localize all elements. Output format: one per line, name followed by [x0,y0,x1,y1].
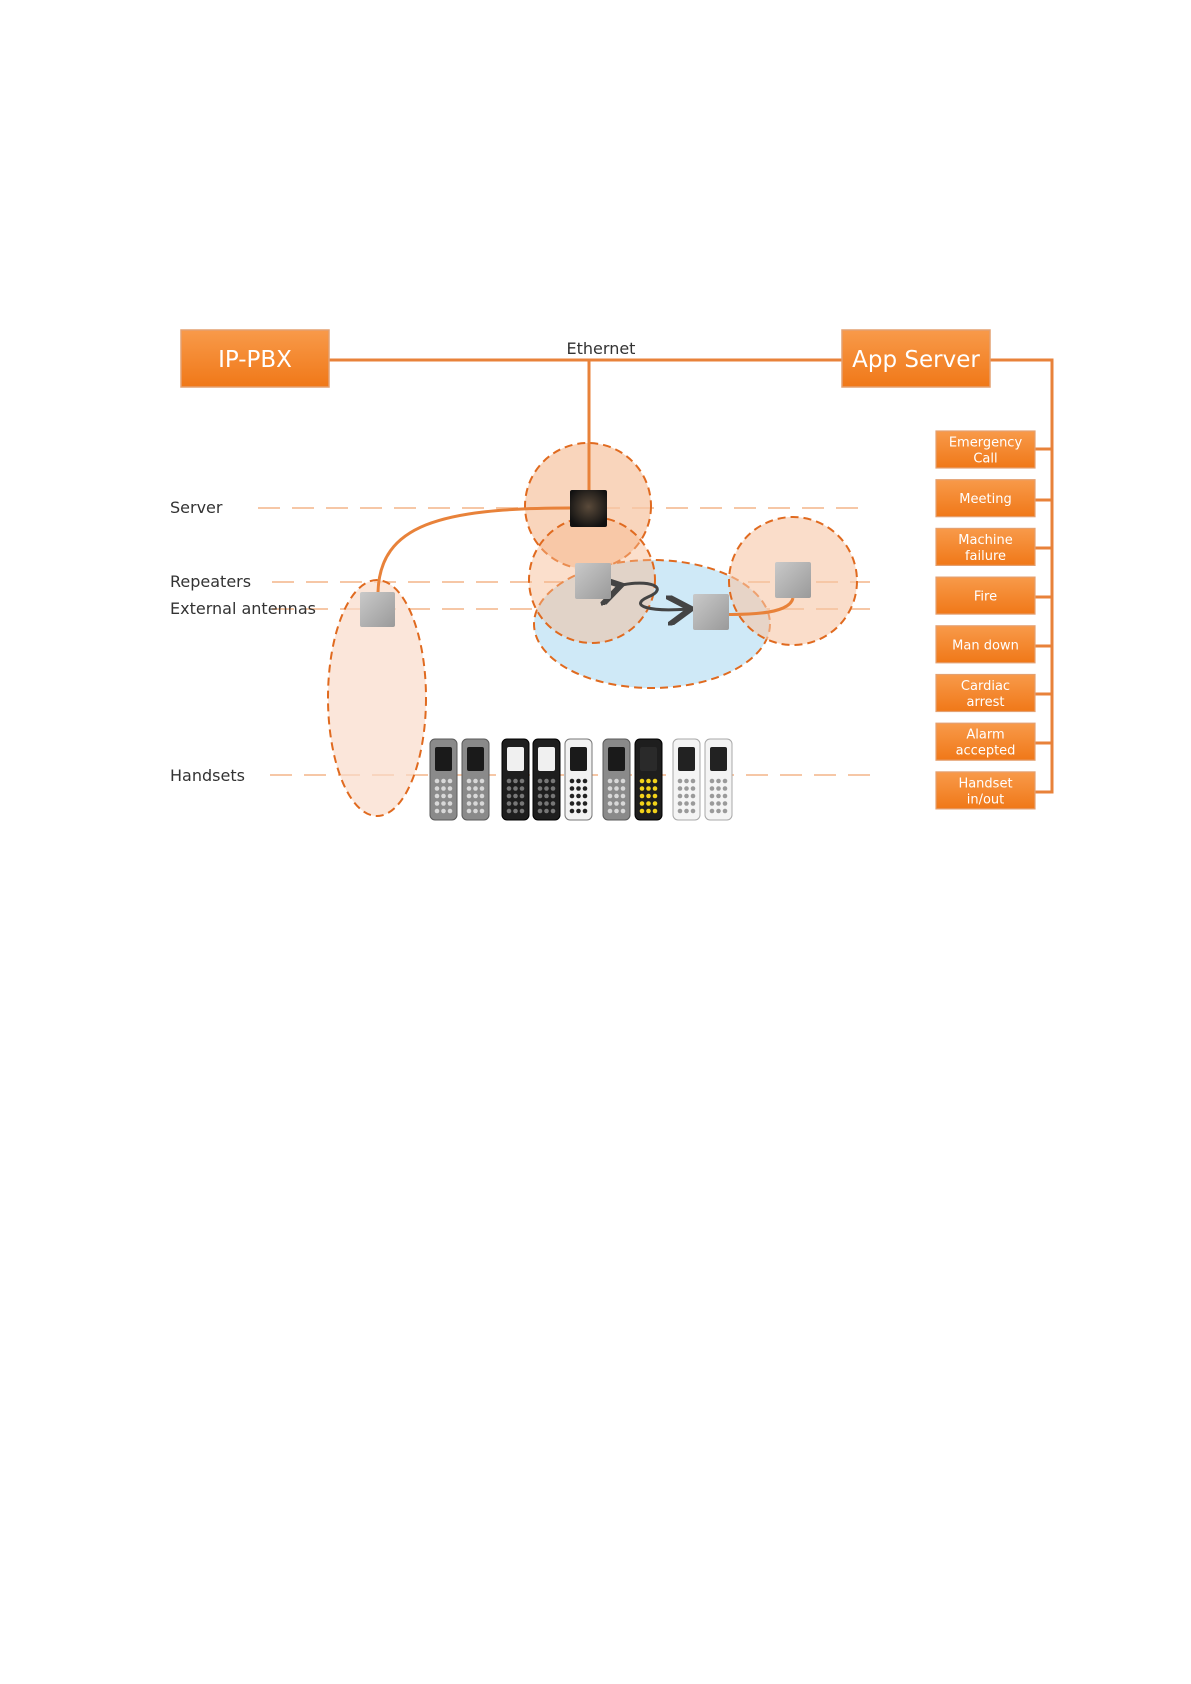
alarm-label: failure [965,549,1006,564]
ip-pbx-label: IP-PBX [218,347,292,373]
alarm-label: Man down [952,638,1019,653]
handset-icon [635,739,662,820]
app-server-box: App Server [842,330,990,387]
ip-pbx-box: IP-PBX [181,330,329,387]
external-antenna-icon [360,592,395,627]
handset-icon [502,739,529,820]
handset-icon [705,739,732,820]
alarm-box: Meeting [936,480,1035,517]
alarm-label: in/out [967,792,1005,807]
handset-icon [565,739,592,820]
alarm-label: Fire [974,590,997,605]
alarm-types: EmergencyCallMeetingMachinefailureFireMa… [936,431,1035,809]
alarm-label: accepted [956,744,1016,759]
alarm-box: Man down [936,626,1035,663]
layer-label-handsets: Handsets [170,766,245,785]
handset-icon [430,739,457,820]
alarm-label: Cardiac [961,679,1010,694]
alarm-label: Alarm [966,728,1004,743]
alarm-label: Handset [958,776,1012,791]
server-device-icon [570,490,607,527]
alarm-label: Machine [958,533,1012,548]
alarm-label: Call [973,452,997,467]
layer-label-server: Server [170,498,223,517]
repeater-icon [575,563,611,599]
alarm-box: Fire [936,577,1035,614]
handset-icon [603,739,630,820]
layer-label-external-antennas: External antennas [170,599,316,618]
repeater-icon [775,562,811,598]
alarm-label: Emergency [949,436,1023,451]
handsets-row [430,739,732,820]
app-server-label: App Server [852,347,980,373]
layer-label-repeaters: Repeaters [170,572,251,591]
handset-icon [673,739,700,820]
ethernet-label: Ethernet [567,339,636,358]
alarm-label: Meeting [959,492,1011,507]
handset-icon [533,739,560,820]
repeater-icon [693,594,729,630]
alarm-label: arrest [966,695,1004,710]
handset-icon [462,739,489,820]
